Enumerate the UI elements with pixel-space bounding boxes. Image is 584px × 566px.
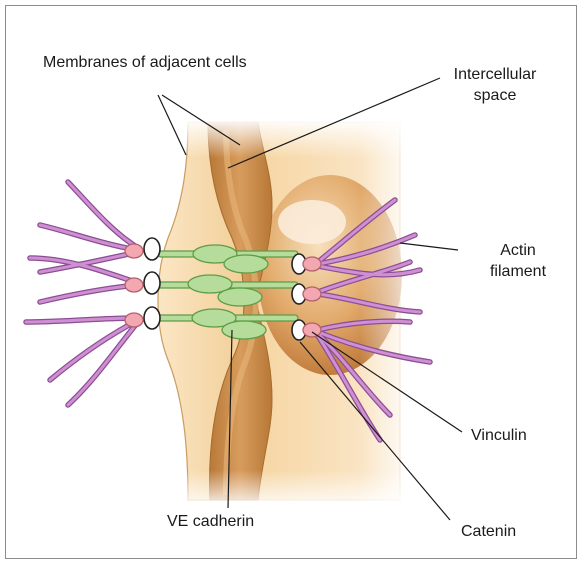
label-actin-filament: Actin filament <box>476 240 560 282</box>
label-vinculin: Vinculin <box>471 425 527 446</box>
label-actin-line2: filament <box>476 261 560 282</box>
actin-filaments-left <box>26 182 138 405</box>
top-fade <box>150 118 420 158</box>
label-intercellular-line1: Intercellular <box>440 64 550 85</box>
label-catenin: Catenin <box>461 521 516 542</box>
label-intercellular-line2: space <box>440 85 550 106</box>
nucleus-highlight <box>278 200 346 244</box>
bottom-fade <box>150 470 420 510</box>
label-membranes: Membranes of adjacent cells <box>43 52 247 73</box>
label-ve-cadherin: VE cadherin <box>167 511 254 532</box>
label-intercellular-space: Intercellular space <box>440 64 550 106</box>
label-actin-line1: Actin <box>476 240 560 261</box>
